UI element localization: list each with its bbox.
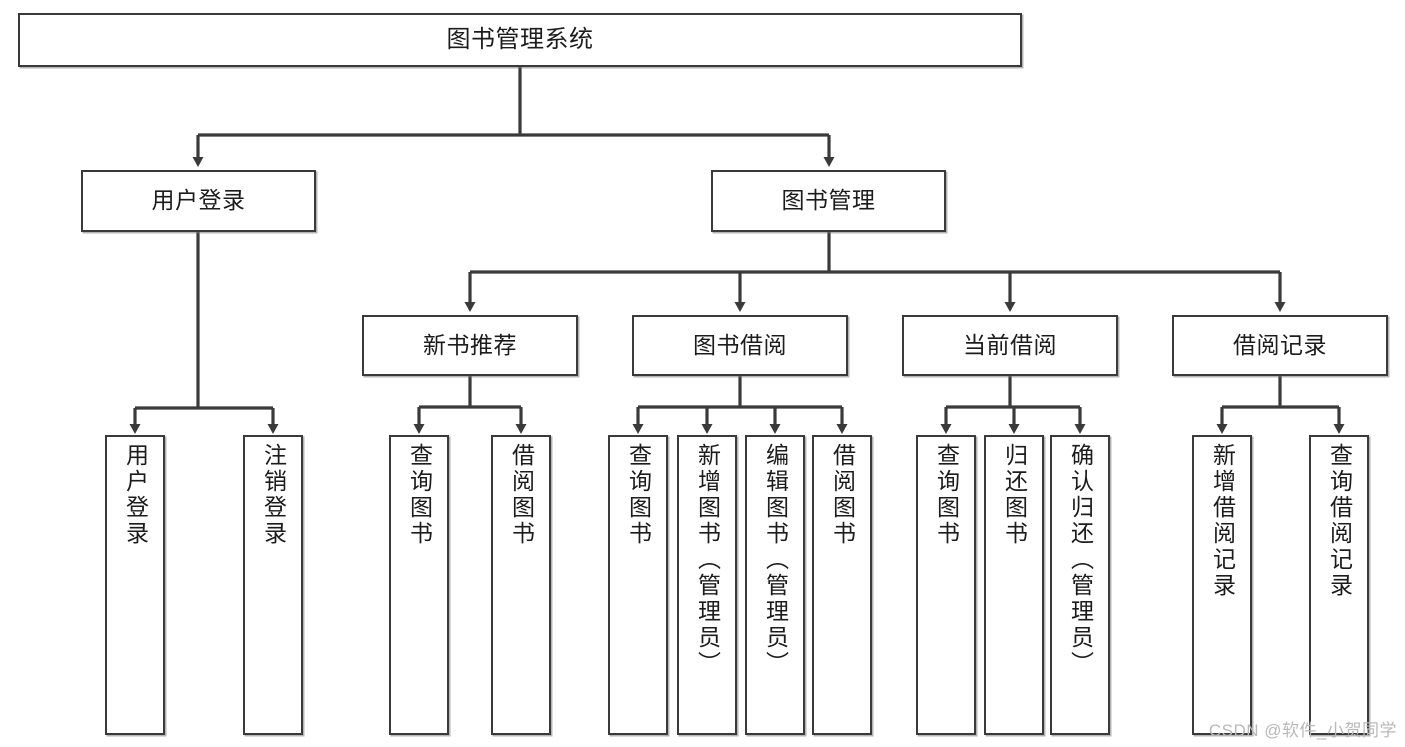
node-label: 编辑图书（管理员） — [762, 443, 789, 677]
node-book-management-system[interactable]: 图书管理系统 — [18, 13, 1022, 67]
node-new-book-recommend[interactable]: 新书推荐 — [362, 315, 578, 376]
leaf-query-book-borrow[interactable]: 查询图书 — [608, 435, 668, 735]
node-label: 图书借阅 — [693, 331, 787, 358]
node-current-borrow[interactable]: 当前借阅 — [902, 315, 1118, 376]
node-borrow-record[interactable]: 借阅记录 — [1172, 315, 1388, 376]
leaf-query-borrow-record[interactable]: 查询借阅记录 — [1309, 435, 1369, 735]
node-label: 借阅图书 — [508, 443, 535, 547]
node-label: 用户登录 — [122, 443, 149, 547]
leaf-query-book-recommend[interactable]: 查询图书 — [389, 435, 449, 735]
leaf-edit-book[interactable]: 编辑图书（管理员） — [745, 435, 805, 735]
node-label: 查询图书 — [625, 443, 652, 547]
node-label: 查询借阅记录 — [1326, 443, 1353, 599]
node-label: 图书管理系统 — [446, 25, 594, 53]
leaf-add-book[interactable]: 新增图书（管理员） — [677, 435, 737, 735]
node-user-login[interactable]: 用户登录 — [81, 170, 316, 232]
node-label: 注销登录 — [260, 443, 287, 547]
leaf-confirm-return[interactable]: 确认归还（管理员） — [1050, 435, 1110, 735]
node-book-management[interactable]: 图书管理 — [711, 170, 946, 232]
node-label: 新增借阅记录 — [1209, 443, 1236, 599]
node-label: 借阅图书 — [829, 443, 856, 547]
leaf-logout-login[interactable]: 注销登录 — [243, 435, 303, 735]
leaf-query-book-current[interactable]: 查询图书 — [916, 435, 976, 735]
node-label: 图书管理 — [781, 187, 876, 214]
node-label: 当前借阅 — [963, 331, 1057, 358]
node-label: 借阅记录 — [1233, 331, 1327, 358]
leaf-add-borrow-record[interactable]: 新增借阅记录 — [1192, 435, 1252, 735]
node-label: 新增图书（管理员） — [694, 443, 721, 677]
leaf-return-book[interactable]: 归还图书 — [984, 435, 1044, 735]
watermark: CSDN @软件_小贺同学 — [1208, 721, 1397, 740]
node-label: 归还图书 — [1001, 443, 1028, 547]
node-label: 查询图书 — [406, 443, 433, 547]
node-label: 确认归还（管理员） — [1067, 443, 1094, 677]
leaf-user-login[interactable]: 用户登录 — [105, 435, 165, 735]
leaf-borrow-book-recommend[interactable]: 借阅图书 — [491, 435, 551, 735]
node-book-borrow[interactable]: 图书借阅 — [632, 315, 848, 376]
node-label: 新书推荐 — [423, 331, 517, 358]
leaf-borrow-book[interactable]: 借阅图书 — [812, 435, 872, 735]
node-label: 用户登录 — [151, 187, 246, 214]
node-label: 查询图书 — [933, 443, 960, 547]
